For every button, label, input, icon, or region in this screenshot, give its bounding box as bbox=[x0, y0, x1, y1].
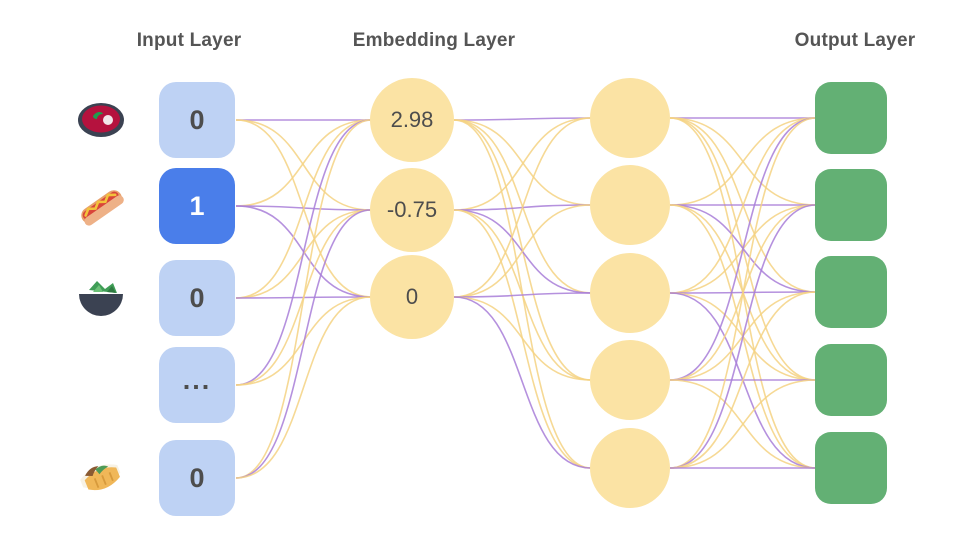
hidden-node-4[interactable] bbox=[590, 428, 670, 508]
stew-bowl-icon bbox=[74, 93, 128, 147]
input-node-4[interactable]: 0 bbox=[159, 440, 235, 516]
output-node-4[interactable] bbox=[815, 432, 887, 504]
input-node-3[interactable]: ... bbox=[159, 347, 235, 423]
output-node-0[interactable] bbox=[815, 82, 887, 154]
embedding-node-1[interactable]: -0.75 bbox=[370, 168, 454, 252]
output-node-1[interactable] bbox=[815, 169, 887, 241]
input-node-0[interactable]: 0 bbox=[159, 82, 235, 158]
embedding-node-0[interactable]: 2.98 bbox=[370, 78, 454, 162]
embedding-node-2[interactable]: 0 bbox=[370, 255, 454, 339]
title-output-layer: Output Layer bbox=[794, 30, 916, 51]
output-node-2[interactable] bbox=[815, 256, 887, 328]
title-input-layer: Input Layer bbox=[136, 30, 242, 51]
input-node-1[interactable]: 1 bbox=[159, 168, 235, 244]
title-embedding-layer: Embedding Layer bbox=[352, 30, 516, 51]
green-salad-icon bbox=[74, 271, 128, 325]
hidden-node-2[interactable] bbox=[590, 253, 670, 333]
hidden-node-3[interactable] bbox=[590, 340, 670, 420]
hidden-node-1[interactable] bbox=[590, 165, 670, 245]
input-node-2[interactable]: 0 bbox=[159, 260, 235, 336]
hot-dog-icon bbox=[74, 179, 128, 233]
hidden-node-0[interactable] bbox=[590, 78, 670, 158]
output-node-3[interactable] bbox=[815, 344, 887, 416]
burrito-icon bbox=[74, 451, 128, 505]
